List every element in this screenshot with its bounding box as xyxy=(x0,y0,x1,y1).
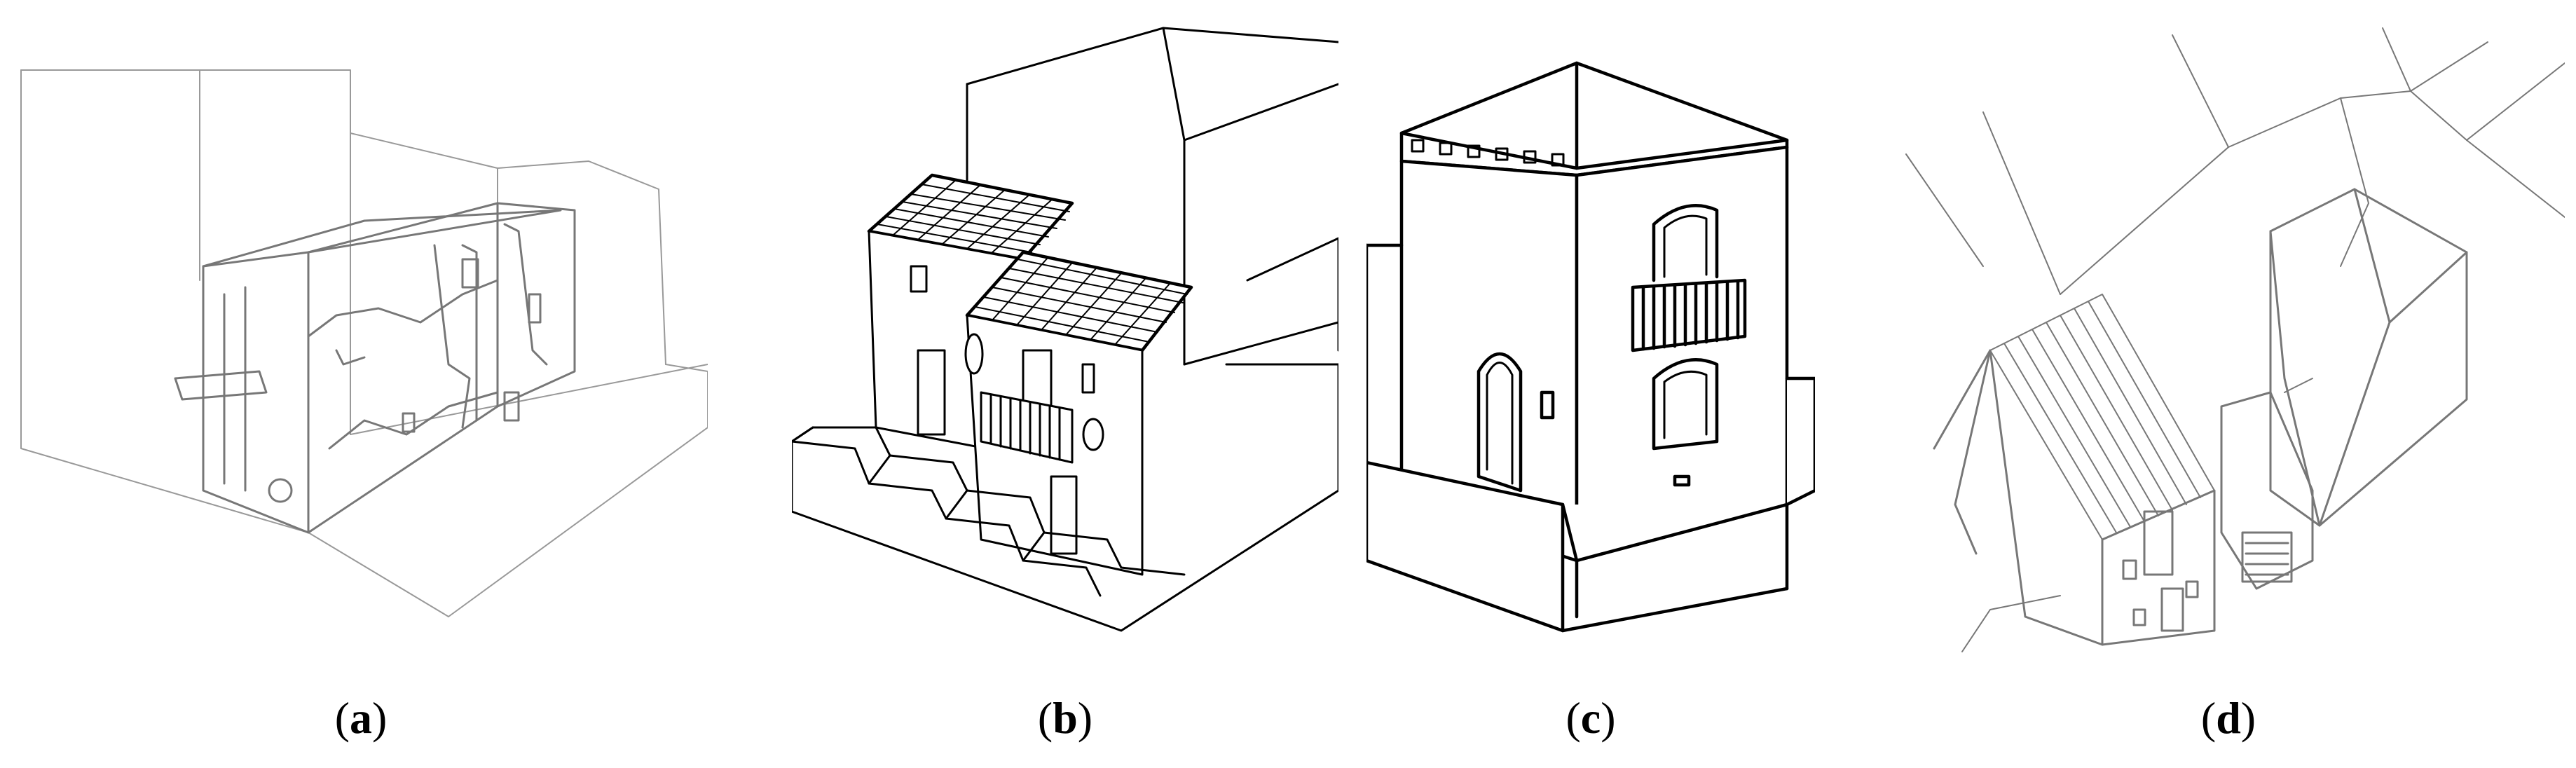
panel-d-svg xyxy=(1905,27,2565,652)
caption-b-letter: b xyxy=(1053,693,1078,743)
caption-a: (a) xyxy=(14,687,708,750)
panel-b-stairs xyxy=(792,426,1186,597)
panel-b-svg xyxy=(792,27,1338,632)
caption-c-open: ( xyxy=(1566,693,1581,743)
caption-c-letter: c xyxy=(1580,693,1601,743)
panel-a-svg xyxy=(20,69,708,617)
panel-b-drawing xyxy=(792,0,1338,673)
panel-d-garage-block xyxy=(2220,391,2314,590)
caption-a-close: ) xyxy=(372,693,388,743)
panel-d-roof xyxy=(1989,294,2215,540)
panel-d-context-lines xyxy=(1905,27,2565,652)
panel-d-house-walls xyxy=(1933,349,2216,646)
caption-d: (d) xyxy=(1892,687,2565,750)
panel-c-arched-door xyxy=(1477,352,1555,493)
panel-c-balcony xyxy=(1631,278,1747,352)
panel-a-background-volumes xyxy=(20,69,708,617)
panel-b-left-roof xyxy=(867,173,1074,261)
panel-d-tall-block xyxy=(2269,188,2468,527)
caption-b-close: ) xyxy=(1077,693,1093,743)
caption-d-open: ( xyxy=(2200,693,2217,743)
panel-b-balcony xyxy=(980,391,1074,464)
panel-a-main-facade xyxy=(174,202,576,534)
caption-c-close: ) xyxy=(1601,693,1616,743)
panel-c-tower-body xyxy=(1366,145,1815,633)
panel-b-balcony-rails xyxy=(989,393,1061,461)
panel-c-drawing xyxy=(1366,0,1815,673)
panel-d-drawing xyxy=(1892,0,2565,673)
caption-d-letter: d xyxy=(2216,693,2241,743)
caption-d-close: ) xyxy=(2240,693,2256,743)
panel-b-right-roof-tiles xyxy=(975,257,1188,346)
panel-c-lower-window xyxy=(1652,358,1719,487)
panel-a-drawing xyxy=(14,0,708,673)
panel-b-left-roof-tiles xyxy=(877,179,1070,254)
panel-c-eave-brackets xyxy=(1411,139,1565,167)
caption-b-open: ( xyxy=(1037,693,1053,743)
caption-a-letter: a xyxy=(350,693,372,743)
panel-c-svg xyxy=(1366,61,1815,633)
caption-c: (c) xyxy=(1366,687,1815,750)
panel-c-balcony-rails xyxy=(1641,279,1740,351)
caption-b: (b) xyxy=(792,687,1338,750)
panel-c-upper-window xyxy=(1652,204,1719,282)
caption-a-open: ( xyxy=(334,693,350,743)
